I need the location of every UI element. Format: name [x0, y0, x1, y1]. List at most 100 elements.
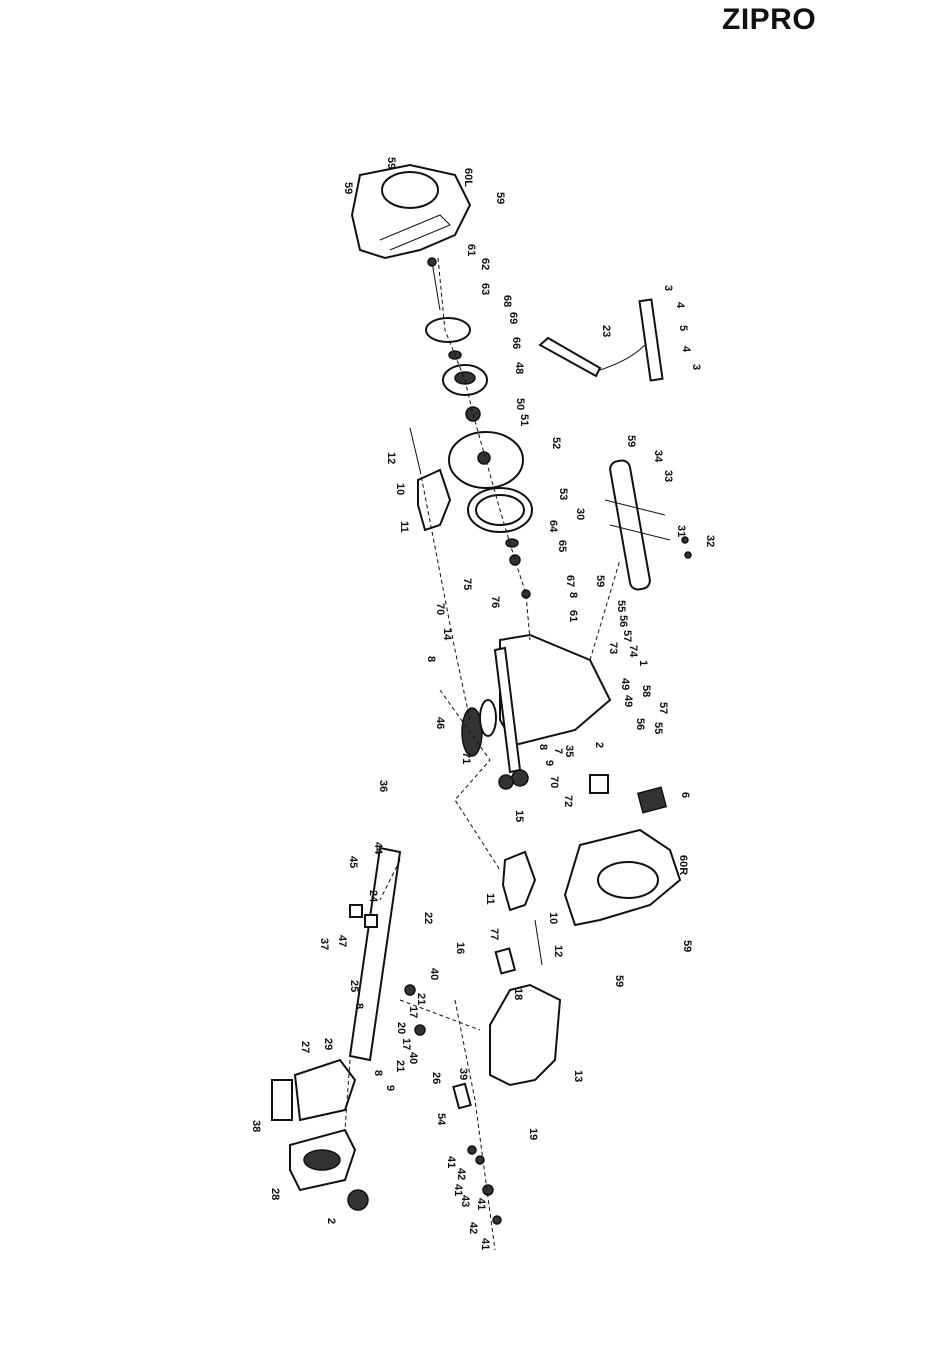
part-label-25: 25	[348, 980, 360, 992]
part-label-56: 56	[617, 615, 629, 627]
brand-logo: ZIPRO	[722, 3, 817, 36]
part-label-57: 57	[621, 630, 633, 642]
part-label-6: 6	[679, 792, 691, 798]
part-label-59: 59	[494, 192, 506, 204]
part-label-2: 2	[325, 1218, 337, 1224]
part-label-50: 50	[514, 398, 526, 410]
part-label-14: 14	[441, 628, 453, 641]
part-label-64: 64	[547, 520, 559, 533]
part-label-26: 26	[430, 1072, 442, 1084]
part-label-40: 40	[428, 968, 440, 980]
part-label-41: 41	[479, 1238, 491, 1250]
pulley-48-hub	[454, 371, 476, 385]
wheel-46	[479, 699, 497, 737]
nut-32b	[684, 551, 692, 559]
washer-64	[505, 538, 519, 548]
end-cap-28-window	[303, 1149, 341, 1171]
part-label-8: 8	[372, 1070, 384, 1076]
parts-layer	[271, 163, 692, 1225]
foot-27	[293, 1058, 357, 1122]
bearing-15	[498, 774, 514, 790]
part-label-60L: 60L	[462, 168, 474, 187]
part-label-49: 49	[622, 695, 634, 707]
part-label-34: 34	[652, 450, 664, 463]
part-label-22: 22	[422, 912, 434, 924]
part-label-48: 48	[513, 362, 525, 374]
part-label-2: 2	[593, 742, 605, 748]
part-label-73: 73	[607, 642, 619, 654]
part-label-49: 49	[619, 678, 631, 690]
part-label-70: 70	[434, 603, 446, 615]
part-label-8: 8	[567, 592, 579, 598]
right-cover-window	[597, 861, 659, 899]
part-label-54: 54	[435, 1113, 447, 1126]
part-label-41: 41	[475, 1198, 487, 1210]
roller-77	[494, 947, 517, 975]
part-label-69: 69	[507, 312, 519, 324]
part-label-47: 47	[336, 935, 348, 947]
part-label-1: 1	[637, 660, 649, 666]
part-label-17: 17	[400, 1038, 412, 1050]
flywheel-52-hub	[477, 451, 491, 465]
part-label-63: 63	[479, 283, 491, 295]
part-label-23: 23	[600, 325, 612, 337]
nut-62	[427, 257, 437, 267]
pedal-11-bottom	[501, 850, 537, 912]
part-label-35: 35	[563, 745, 575, 757]
part-label-20: 20	[395, 1022, 407, 1034]
nut-41b	[475, 1155, 485, 1165]
part-label-37: 37	[318, 938, 330, 950]
crank-12-bottom	[534, 919, 543, 966]
part-label-36: 36	[377, 780, 389, 792]
rail-22	[348, 846, 402, 1062]
nut-42	[482, 1184, 494, 1196]
part-label-45: 45	[347, 856, 359, 868]
part-label-8: 8	[537, 744, 549, 750]
wheel-71	[461, 707, 483, 757]
part-label-5: 5	[677, 325, 689, 331]
part-label-18: 18	[512, 988, 524, 1000]
part-label-31: 31	[675, 525, 687, 537]
left-cover-window	[381, 171, 439, 209]
part-label-39: 39	[457, 1068, 469, 1080]
part-label-33: 33	[662, 470, 674, 482]
part-label-68: 68	[501, 295, 513, 307]
part-label-12: 12	[552, 945, 564, 957]
part-label-8: 8	[353, 1003, 365, 1009]
part-label-12: 12	[385, 452, 397, 464]
part-label-28: 28	[269, 1188, 281, 1200]
block-6	[636, 786, 668, 814]
part-label-19: 19	[527, 1128, 539, 1140]
part-label-27: 27	[299, 1041, 311, 1053]
part-label-67: 67	[564, 575, 576, 587]
part-label-66: 66	[510, 337, 522, 349]
part-label-4: 4	[674, 302, 686, 309]
part-label-60R: 60R	[677, 855, 689, 875]
foot-38	[271, 1079, 293, 1121]
crank-12-top	[409, 427, 421, 471]
part-label-24: 24	[367, 890, 379, 903]
bearing-40b	[414, 1024, 426, 1036]
nut-65	[509, 554, 521, 566]
knob-70	[511, 769, 529, 787]
knob-24b	[364, 914, 378, 928]
part-label-15: 15	[513, 810, 525, 822]
part-label-9: 9	[543, 760, 555, 766]
axle-5	[638, 298, 664, 382]
part-label-4: 4	[680, 346, 692, 353]
part-label-51: 51	[518, 414, 530, 426]
part-label-71: 71	[460, 752, 472, 764]
bearing-40a	[404, 984, 416, 996]
part-label-42: 42	[467, 1222, 479, 1234]
pedal-11-top	[417, 468, 452, 532]
block-72	[589, 774, 609, 794]
part-label-53: 53	[557, 488, 569, 500]
part-label-62: 62	[479, 258, 491, 270]
part-label-59: 59	[594, 575, 606, 587]
part-label-16: 16	[454, 942, 466, 954]
part-label-43: 43	[459, 1195, 471, 1207]
part-label-59: 59	[681, 940, 693, 952]
crank-rod-link	[599, 344, 646, 371]
part-label-59: 59	[613, 975, 625, 987]
part-label-56: 56	[634, 718, 646, 730]
